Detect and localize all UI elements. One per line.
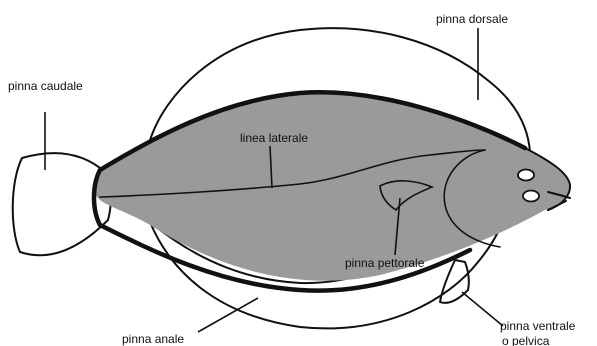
caudal-fin-label: pinna caudale <box>8 79 83 93</box>
anal-fin-label: pinna anale <box>122 332 184 346</box>
eye-lower <box>523 191 539 202</box>
dorsal-fin-label: pinna dorsale <box>436 12 508 26</box>
lateral-line-label: linea laterale <box>240 131 308 145</box>
ventral-fin-leader <box>462 292 503 326</box>
pectoral-fin-label: pinna pettorale <box>345 256 425 270</box>
ventral-fin-shape <box>440 260 469 303</box>
ventral-fin-label-line2: o pelvica <box>502 334 550 346</box>
eye-upper <box>518 170 534 181</box>
ventral-fin-label-line1: pinna ventrale <box>500 319 576 333</box>
